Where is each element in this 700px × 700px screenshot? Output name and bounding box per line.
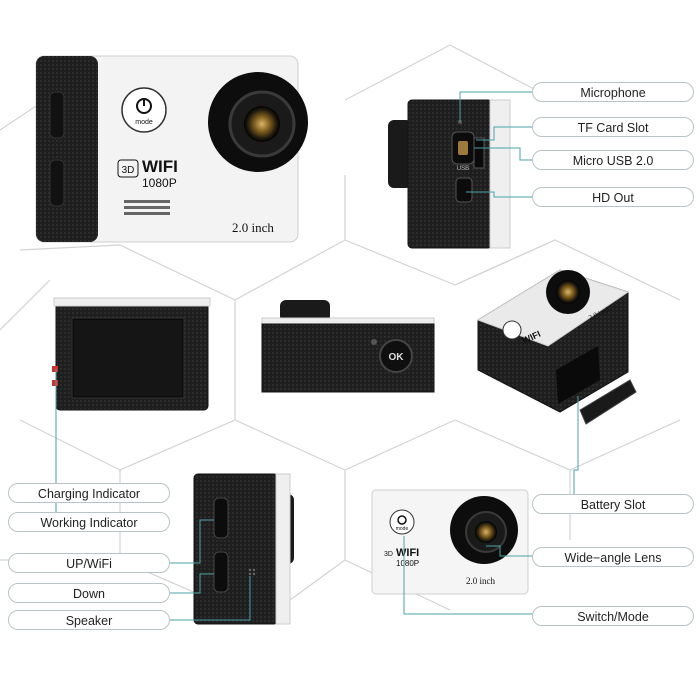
camera-side-buttons-view [193, 473, 294, 625]
camera-top-ok-view: OK [261, 300, 435, 393]
camera-rear-screen-view [52, 297, 211, 411]
callout-wide-angle-lens: Wide−angle Lens [532, 547, 694, 567]
callout-speaker: Speaker [8, 610, 170, 630]
callout-micro-usb: Micro USB 2.0 [532, 150, 694, 170]
wifi-logo-text: WIFI [142, 157, 178, 176]
usb-port-label: USB [457, 166, 469, 172]
small-screen-text: 2.0 inch [466, 576, 495, 586]
callout-down: Down [8, 583, 170, 603]
callout-tf-card-slot: TF Card Slot [532, 117, 694, 137]
callout-charging-indicator: Charging Indicator [8, 483, 170, 503]
small-resolution-text: 1080P [396, 559, 419, 568]
camera-angled-battery-view: WIFI 2.0 inch [476, 269, 637, 425]
callout-switch-mode: Switch/Mode [532, 606, 694, 626]
camera-front-view-large: mode 3D WIFI 1080P 2.0 inch [35, 55, 308, 243]
camera-front-view-small: mode 3D WIFI 1080P 2.0 inch [371, 489, 529, 595]
small-badge-3d: 3D [384, 551, 393, 558]
callout-up-wifi: UP/WiFi [8, 553, 170, 573]
small-mode-label: mode [396, 526, 409, 532]
screen-size-text: 2.0 inch [232, 220, 274, 235]
camera-side-ports-view: USB [388, 99, 511, 249]
callout-hd-out: HD Out [532, 187, 694, 207]
resolution-text: 1080P [142, 176, 177, 190]
badge-3d: 3D [122, 165, 135, 176]
mode-label: mode [135, 119, 153, 126]
ok-button-label: OK [389, 352, 405, 363]
callout-working-indicator: Working Indicator [8, 512, 170, 532]
callout-battery-slot: Battery Slot [532, 494, 694, 514]
small-wifi-text: WIFI [396, 547, 419, 559]
callout-microphone: Microphone [532, 82, 694, 102]
